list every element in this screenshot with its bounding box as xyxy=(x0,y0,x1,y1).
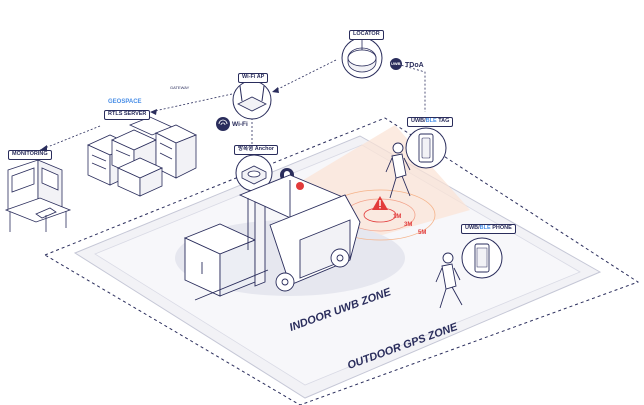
tag-icon xyxy=(405,127,447,169)
uwb-badge-icon xyxy=(390,58,402,70)
server-rack-icon xyxy=(87,116,197,197)
forklift-icon xyxy=(183,174,361,301)
arrow-to-monitor xyxy=(40,145,47,151)
gateway-label: GATEWAY xyxy=(170,85,190,90)
geospace-logo: GEOSPACE xyxy=(108,99,142,105)
tdoa-label: TDoA xyxy=(405,62,424,69)
locator-label: LOCATOR xyxy=(349,30,384,40)
link-server-monitor xyxy=(39,125,101,151)
anchor-label: 방폭형 Anchor xyxy=(234,145,278,155)
uwb-ble-phone-suffix: PHONE xyxy=(490,225,512,231)
locator-icon xyxy=(341,37,383,79)
wifi-icon xyxy=(216,117,230,131)
uwb-ble-phone-ble: BLE xyxy=(479,225,491,231)
monitor-desk-icon xyxy=(4,159,72,232)
uwb-ble-tag-prefix: UWB/ xyxy=(411,118,426,124)
uwb-badge-label: UWB xyxy=(391,61,401,66)
distance-5m: 5M xyxy=(418,230,427,236)
worker-icon xyxy=(435,252,463,309)
distance-3m: 3M xyxy=(404,222,413,228)
uwb-ble-phone-label: UWB/BLE PHONE xyxy=(461,224,516,234)
wifi-ap-label: Wi-Fi AP xyxy=(238,73,269,83)
uwb-ble-phone-prefix: UWB/ xyxy=(465,225,480,231)
monitoring-label: MONITORING xyxy=(8,150,52,160)
wifi-label: Wi-Fi xyxy=(232,121,248,128)
uwb-ble-tag-suffix: TAG xyxy=(436,118,450,124)
wifi-ap-icon xyxy=(232,80,272,120)
arrow-to-server xyxy=(150,109,157,115)
warning-icon xyxy=(372,196,388,210)
worker-icon xyxy=(385,142,411,199)
link-locator-wifi xyxy=(271,59,337,93)
uwb-ble-tag-label: UWB/BLE TAG xyxy=(407,117,454,127)
uwb-ble-tag-ble: BLE xyxy=(425,118,437,124)
rtls-server-label: RTLS SERVER xyxy=(104,110,151,120)
distance-1m: 1M xyxy=(393,214,402,220)
phone-icon xyxy=(461,237,503,279)
link-wifi-server xyxy=(149,93,233,113)
arrow-to-wifi xyxy=(272,87,279,93)
forklift-beacon xyxy=(296,182,304,190)
